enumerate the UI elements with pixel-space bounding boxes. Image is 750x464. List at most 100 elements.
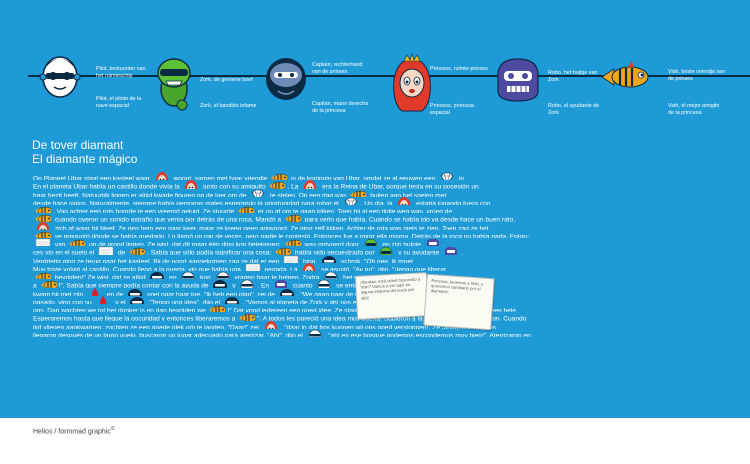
story-text-fragment: te stelen. Op een dag was	[268, 191, 349, 197]
robo-icon	[426, 239, 439, 247]
story-text-fragment: pegada. La	[262, 266, 300, 271]
story-text-fragment: y el	[113, 299, 128, 304]
diamond-icon	[251, 189, 265, 197]
story-text-fragment: para verlo que había. Cuando se había id…	[302, 216, 516, 222]
story-text-fragment: van	[53, 241, 68, 247]
pilot-icon	[182, 271, 195, 280]
story-text-fragment: Verdrietig ging ze terug naar het kastee…	[33, 257, 282, 263]
ransom-note: ¡Ayudaa, está usted buscando a Vish? Vam…	[354, 272, 430, 320]
note-icon	[35, 238, 51, 247]
vish-name-nl: Vish, beste vriendje van de prinses	[668, 69, 726, 82]
story-text-fragment: se preguntó dónde se había quedado. Lo l…	[53, 233, 530, 238]
story-text-fragment: . Un día, la	[360, 200, 395, 205]
story-text-fragment: . Sabía que sólo podía significar una co…	[147, 249, 274, 255]
story-text-fragment: llegaron después de un largo vuelo, busc…	[33, 332, 305, 337]
story-line: zich af waar hij bleef. Ze riep hem een …	[33, 221, 731, 230]
fish-icon	[209, 305, 226, 313]
story-text-fragment: bevrijden!" Ze wist, dat ze altijd	[53, 274, 148, 280]
story-text-fragment: zich af waar hij bleef. Ze riep hem een …	[53, 224, 489, 230]
captain-name-nl: Captain, rechterhand van de prinses	[312, 62, 363, 75]
story-text-fragment: op de grond liggen. Ze wist, dat dit maa…	[87, 241, 283, 247]
story-text-fragment: .	[442, 241, 445, 247]
zork-icon	[157, 58, 191, 111]
story-text-fragment: se asustó. "Ay no", dijo, "¡tengo que li…	[319, 266, 447, 271]
story-text-fragment: haar bezit heeft. Natuurlijk liggen er a…	[33, 191, 249, 197]
captain-icon	[130, 296, 145, 304]
princess-name-es: Princess, princesa espacial	[430, 103, 475, 116]
story-text-fragment: y su ayudante	[396, 249, 442, 255]
story-line: haar bezit heeft. Natuurlijk liggen er a…	[33, 189, 731, 197]
story-line: En el planeta Ubar había un castillo don…	[33, 180, 731, 189]
fish-icon	[35, 231, 51, 238]
story-title-es: El diamante mágico	[32, 152, 138, 166]
pilot-icon	[241, 279, 254, 288]
story-text-fragment: "Tengo una idea", dijo el	[147, 299, 222, 304]
diamond-icon	[344, 197, 357, 205]
story-text-fragment: ons. Dan wachten we tot het donker is en…	[33, 307, 208, 313]
princess-icon	[304, 180, 317, 189]
story-text-fragment: is de koningin van Ubar, omdat ze al eeu…	[289, 175, 437, 181]
princess-icon	[398, 196, 411, 205]
story-text-fragment: En el planeta Ubar había un castillo don…	[33, 183, 182, 189]
zork-name-nl: Zork, de gemene boef	[200, 77, 253, 83]
pilot-icon	[39, 56, 81, 98]
fish-icon	[238, 206, 255, 214]
zork-icon	[380, 247, 393, 255]
note-icon	[283, 255, 299, 263]
pilot-icon	[308, 329, 321, 337]
pilot-name-nl: Pilot, bestuurder van het ruimteschip	[96, 66, 146, 79]
story-line: Verdrietig ging ze terug naar het kastee…	[33, 255, 731, 263]
footer: Helios / formmad graphic©	[0, 418, 750, 464]
story-text-fragment: , "daar in dat bos kunnen wij ons goed v…	[280, 323, 497, 329]
captain-icon	[213, 280, 228, 288]
story-line: . Van achter een rots hoorde je een vree…	[33, 205, 731, 214]
story-text-fragment: hing.	[301, 257, 320, 263]
story-line: se preguntó dónde se había quedado. Lo l…	[33, 230, 731, 238]
character-timeline-line	[28, 75, 750, 77]
story-text-fragment: er op af om te gaan kijken. Toen hij al …	[256, 208, 453, 214]
fish-icon	[35, 272, 51, 280]
fish-icon	[350, 190, 367, 197]
story-line: Op Planeet Ubar staat een kasteel waar w…	[33, 172, 731, 181]
story-text-fragment: buiten aan het spelen met	[368, 191, 447, 197]
fish-icon	[35, 215, 51, 222]
fish-icon	[275, 248, 292, 255]
fish-icon	[269, 182, 286, 189]
robo-icon	[497, 58, 539, 102]
story-text-fragment: !". Sabía que siempre podía contar con l…	[58, 282, 211, 288]
fish-icon	[69, 239, 86, 247]
story-text-fragment: woont, samen met haar vriendje	[171, 175, 270, 181]
story-line: desde hace siglos. Naturalmente, siempre…	[33, 196, 731, 205]
story-text-fragment: era la Reina de Ubar, porque tenía en su…	[320, 183, 479, 189]
story-text-fragment: . La	[287, 183, 301, 189]
robo-icon	[274, 280, 287, 288]
fish-icon	[239, 314, 256, 321]
ransom-note: Princesa, tenemos a Vish, y queremos cam…	[423, 273, 495, 331]
story-text-fragment: junto con su amiguito	[201, 183, 268, 189]
story-text-fragment: vragen haar te helpen. Zodra	[232, 274, 322, 280]
note-icon	[98, 247, 114, 255]
diamond-icon	[440, 172, 454, 181]
pilot-icon	[216, 271, 229, 280]
princess-icon	[155, 172, 168, 181]
story-title-nl: De tover diamant	[32, 138, 124, 152]
fish-icon	[129, 248, 146, 255]
robo-icon	[445, 247, 458, 255]
story-text-fragment: .	[461, 249, 463, 255]
vish-name-es: Vish, el mejor amigito de la princesa	[668, 103, 720, 116]
princess-icon	[393, 53, 431, 112]
robo-name-es: Robo, el ayudante de Zork	[548, 103, 600, 116]
story-text-fragment: Op Planeet Ubar staat een kasteel waar	[33, 175, 152, 181]
story-text-fragment: snel naar haar toe. "Ik heb een plan", z…	[145, 290, 277, 296]
fish-icon	[601, 61, 649, 88]
story-text-fragment: . Van achter een rots hoorde je een vree…	[53, 208, 237, 214]
footer-credit: Helios / formmad graphic©	[33, 426, 115, 435]
princess-name-nl: Princess, ruimte-prinses	[430, 66, 488, 72]
story-text-fragment: estaba jugando fuera con	[414, 200, 491, 205]
captain-icon	[128, 288, 143, 296]
story-line: pasado, vino con su y el "Tengo una idea…	[33, 295, 731, 304]
story-text-fragment: tijd vliegen aankwamen, zochten ze een g…	[33, 323, 261, 329]
fish-icon	[284, 239, 301, 247]
rocket-icon	[91, 287, 99, 296]
